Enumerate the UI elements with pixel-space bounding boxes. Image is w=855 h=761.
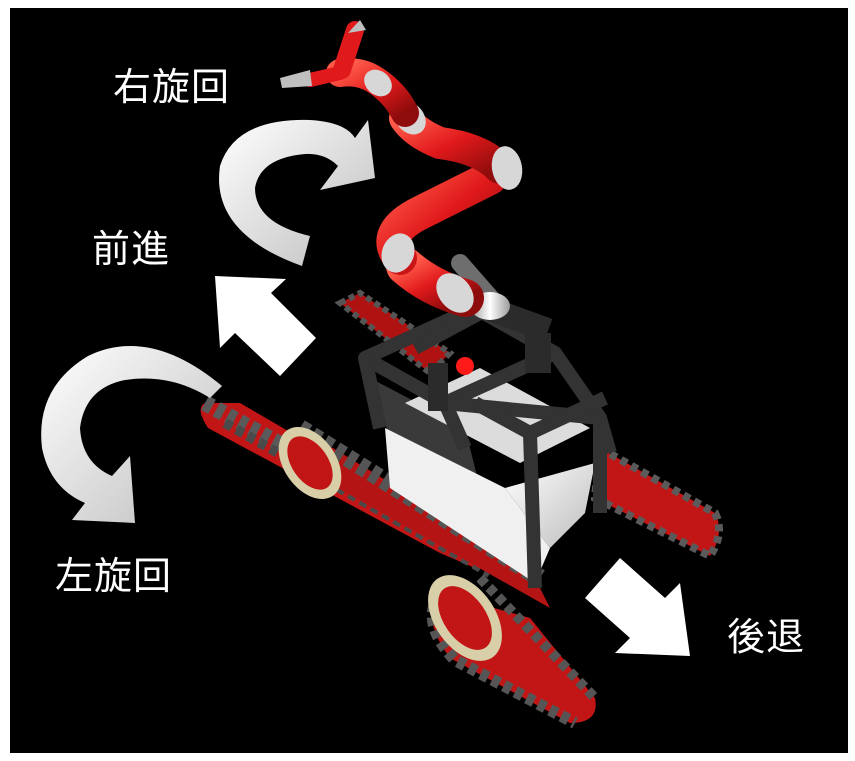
rear-left-flipper [334, 289, 455, 377]
front-left-flipper [426, 574, 599, 729]
forward-label: 前進 [92, 227, 171, 271]
curved-arrow-counterclockwise-icon [41, 346, 222, 523]
curved-arrow-clockwise-icon [219, 119, 375, 266]
robot-scene [41, 20, 723, 729]
turn-right-label: 右旋回 [113, 65, 231, 109]
right-track [590, 441, 723, 562]
roll-cage [358, 301, 617, 589]
sensor-red-dot [456, 357, 474, 375]
gripper [280, 20, 366, 88]
arrow-down-right-icon [585, 558, 690, 656]
figure-frame: 右旋回 前進 左旋回 後退 [10, 8, 848, 753]
robot-arm [303, 21, 523, 320]
turn-left-label: 左旋回 [55, 554, 173, 598]
arrow-up-left-icon [215, 276, 316, 376]
backward-label: 後退 [727, 615, 806, 659]
